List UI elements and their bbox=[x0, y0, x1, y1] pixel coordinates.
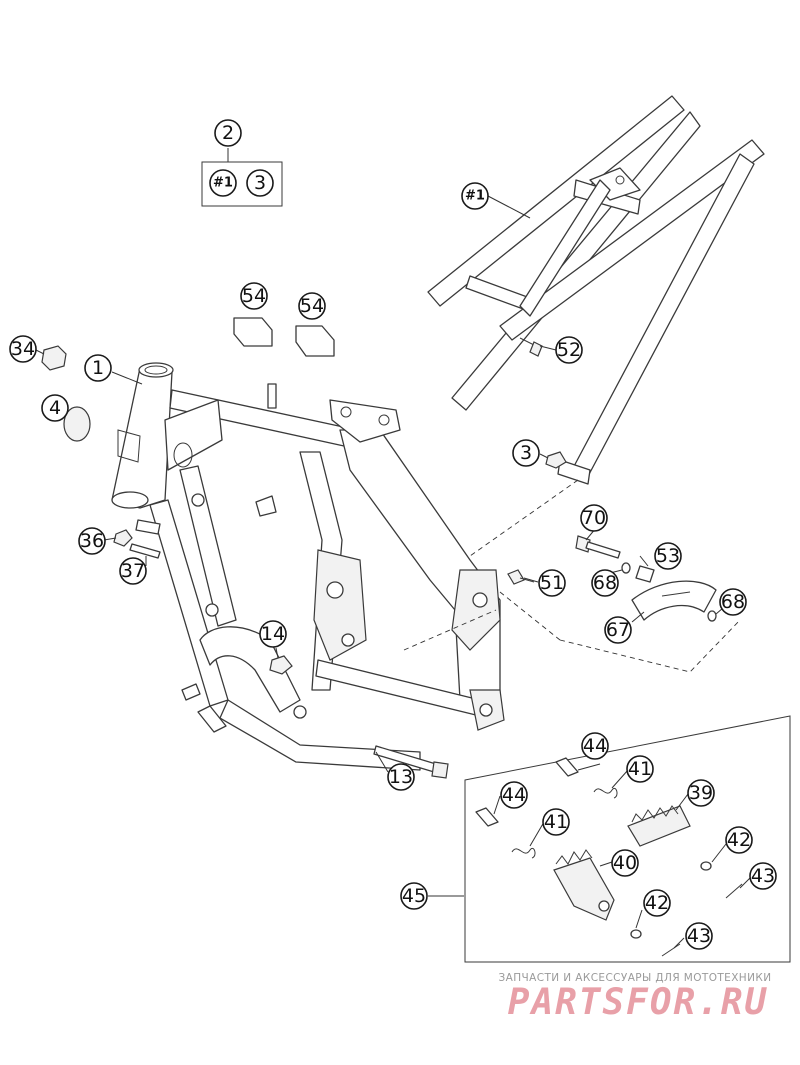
bushing bbox=[135, 519, 161, 535]
callout-43-a: 43 bbox=[749, 862, 777, 890]
part-13-bolt bbox=[373, 745, 449, 779]
part-4-cap bbox=[63, 406, 91, 442]
callout-39: 39 bbox=[687, 779, 715, 807]
part-3-nut bbox=[545, 451, 567, 469]
callout-3-b: 3 bbox=[512, 439, 540, 467]
callout-40: 40 bbox=[611, 849, 639, 877]
svg-text:51: 51 bbox=[540, 572, 564, 594]
svg-text:44: 44 bbox=[502, 784, 526, 806]
part-41-spring-a bbox=[593, 787, 618, 799]
svg-text:2: 2 bbox=[222, 122, 234, 144]
svg-text:42: 42 bbox=[645, 892, 669, 914]
callout-45: 45 bbox=[400, 882, 428, 910]
part-42-washer-a bbox=[700, 861, 712, 871]
callout-44-b: 44 bbox=[500, 781, 528, 809]
callout-2: 2 bbox=[214, 119, 242, 147]
svg-text:#1: #1 bbox=[465, 189, 485, 204]
part-42-washer-b bbox=[630, 929, 642, 939]
footpeg-kit-box bbox=[464, 715, 791, 963]
svg-text:44: 44 bbox=[583, 735, 607, 757]
svg-text:43: 43 bbox=[687, 925, 711, 947]
svg-text:41: 41 bbox=[544, 811, 568, 833]
callout-42-a: 42 bbox=[725, 826, 753, 854]
part-70-bolt bbox=[575, 535, 621, 559]
svg-text:54: 54 bbox=[300, 295, 324, 317]
part-36-nut bbox=[113, 529, 133, 547]
callout-54-b: 54 bbox=[298, 292, 326, 320]
svg-text:45: 45 bbox=[402, 885, 426, 907]
callout-41-a: 41 bbox=[626, 755, 654, 783]
part-40-footpeg bbox=[553, 849, 615, 921]
callout-54-a: 54 bbox=[240, 282, 268, 310]
part-43-pin-b bbox=[661, 943, 681, 957]
part-39-footpeg bbox=[627, 805, 691, 847]
callout-70: 70 bbox=[580, 504, 608, 532]
svg-text:41: 41 bbox=[628, 758, 652, 780]
svg-text:52: 52 bbox=[557, 339, 581, 361]
callout-68-a: 68 bbox=[591, 569, 619, 597]
callout-3-a: 3 bbox=[246, 169, 274, 197]
svg-text:13: 13 bbox=[389, 766, 413, 788]
part-44-pin-b bbox=[475, 807, 499, 827]
part-68-washer-b bbox=[707, 610, 717, 622]
part-51-bolt bbox=[507, 569, 535, 585]
svg-text:14: 14 bbox=[261, 623, 285, 645]
svg-text:68: 68 bbox=[593, 572, 617, 594]
svg-text:37: 37 bbox=[121, 560, 145, 582]
callout-14: 14 bbox=[259, 620, 287, 648]
svg-text:68: 68 bbox=[721, 591, 745, 613]
callout-36: 36 bbox=[78, 527, 106, 555]
svg-text:70: 70 bbox=[582, 507, 606, 529]
main-frame bbox=[111, 362, 505, 771]
svg-text:1: 1 bbox=[92, 357, 104, 379]
part-52-bolt bbox=[519, 337, 543, 357]
part-43-pin-a bbox=[725, 883, 743, 899]
callout-34: 34 bbox=[9, 335, 37, 363]
svg-text:#1: #1 bbox=[213, 176, 233, 191]
watermark-logo: PARTSFOR.RU bbox=[507, 982, 769, 1023]
callout-13: 13 bbox=[387, 763, 415, 791]
callout-52: 52 bbox=[555, 336, 583, 364]
part-68-washer-a bbox=[621, 562, 631, 574]
svg-text:54: 54 bbox=[242, 285, 266, 307]
callout-subframe-ref-a: #1 bbox=[209, 169, 237, 197]
callout-41-b: 41 bbox=[542, 808, 570, 836]
callout-44-a: 44 bbox=[581, 732, 609, 760]
svg-text:3: 3 bbox=[520, 442, 532, 464]
svg-text:34: 34 bbox=[11, 338, 35, 360]
part-37-stud bbox=[129, 543, 161, 559]
callout-37: 37 bbox=[119, 557, 147, 585]
svg-text:39: 39 bbox=[689, 782, 713, 804]
svg-text:53: 53 bbox=[656, 545, 680, 567]
callout-53: 53 bbox=[654, 542, 682, 570]
callout-4: 4 bbox=[41, 394, 69, 422]
part-34-nut bbox=[41, 345, 67, 371]
part-53-spacer bbox=[635, 565, 655, 583]
leader-lines bbox=[35, 148, 751, 949]
part-54-sticker-a bbox=[233, 317, 273, 347]
callout-1: 1 bbox=[84, 354, 112, 382]
svg-text:4: 4 bbox=[49, 397, 61, 419]
svg-text:3: 3 bbox=[254, 172, 266, 194]
svg-text:67: 67 bbox=[606, 619, 630, 641]
part-54-sticker-b bbox=[295, 325, 335, 357]
svg-text:36: 36 bbox=[80, 530, 104, 552]
part-41-spring-b bbox=[511, 847, 536, 859]
callout-51: 51 bbox=[538, 569, 566, 597]
part-44-pin-a bbox=[555, 757, 579, 777]
callout-43-b: 43 bbox=[685, 922, 713, 950]
svg-text:42: 42 bbox=[727, 829, 751, 851]
part-67-bracket bbox=[631, 580, 717, 621]
callout-42-b: 42 bbox=[643, 889, 671, 917]
subframe bbox=[427, 95, 765, 485]
callout-subframe-ref-b: #1 bbox=[461, 182, 489, 210]
callout-67: 67 bbox=[604, 616, 632, 644]
part-14-nut bbox=[269, 655, 293, 675]
watermark-tagline: ЗАПЧАСТИ И АКСЕССУАРЫ ДЛЯ МОТОТЕХНИКИ bbox=[498, 972, 772, 984]
svg-text:43: 43 bbox=[751, 865, 775, 887]
svg-text:40: 40 bbox=[613, 852, 637, 874]
callout-68-b: 68 bbox=[719, 588, 747, 616]
